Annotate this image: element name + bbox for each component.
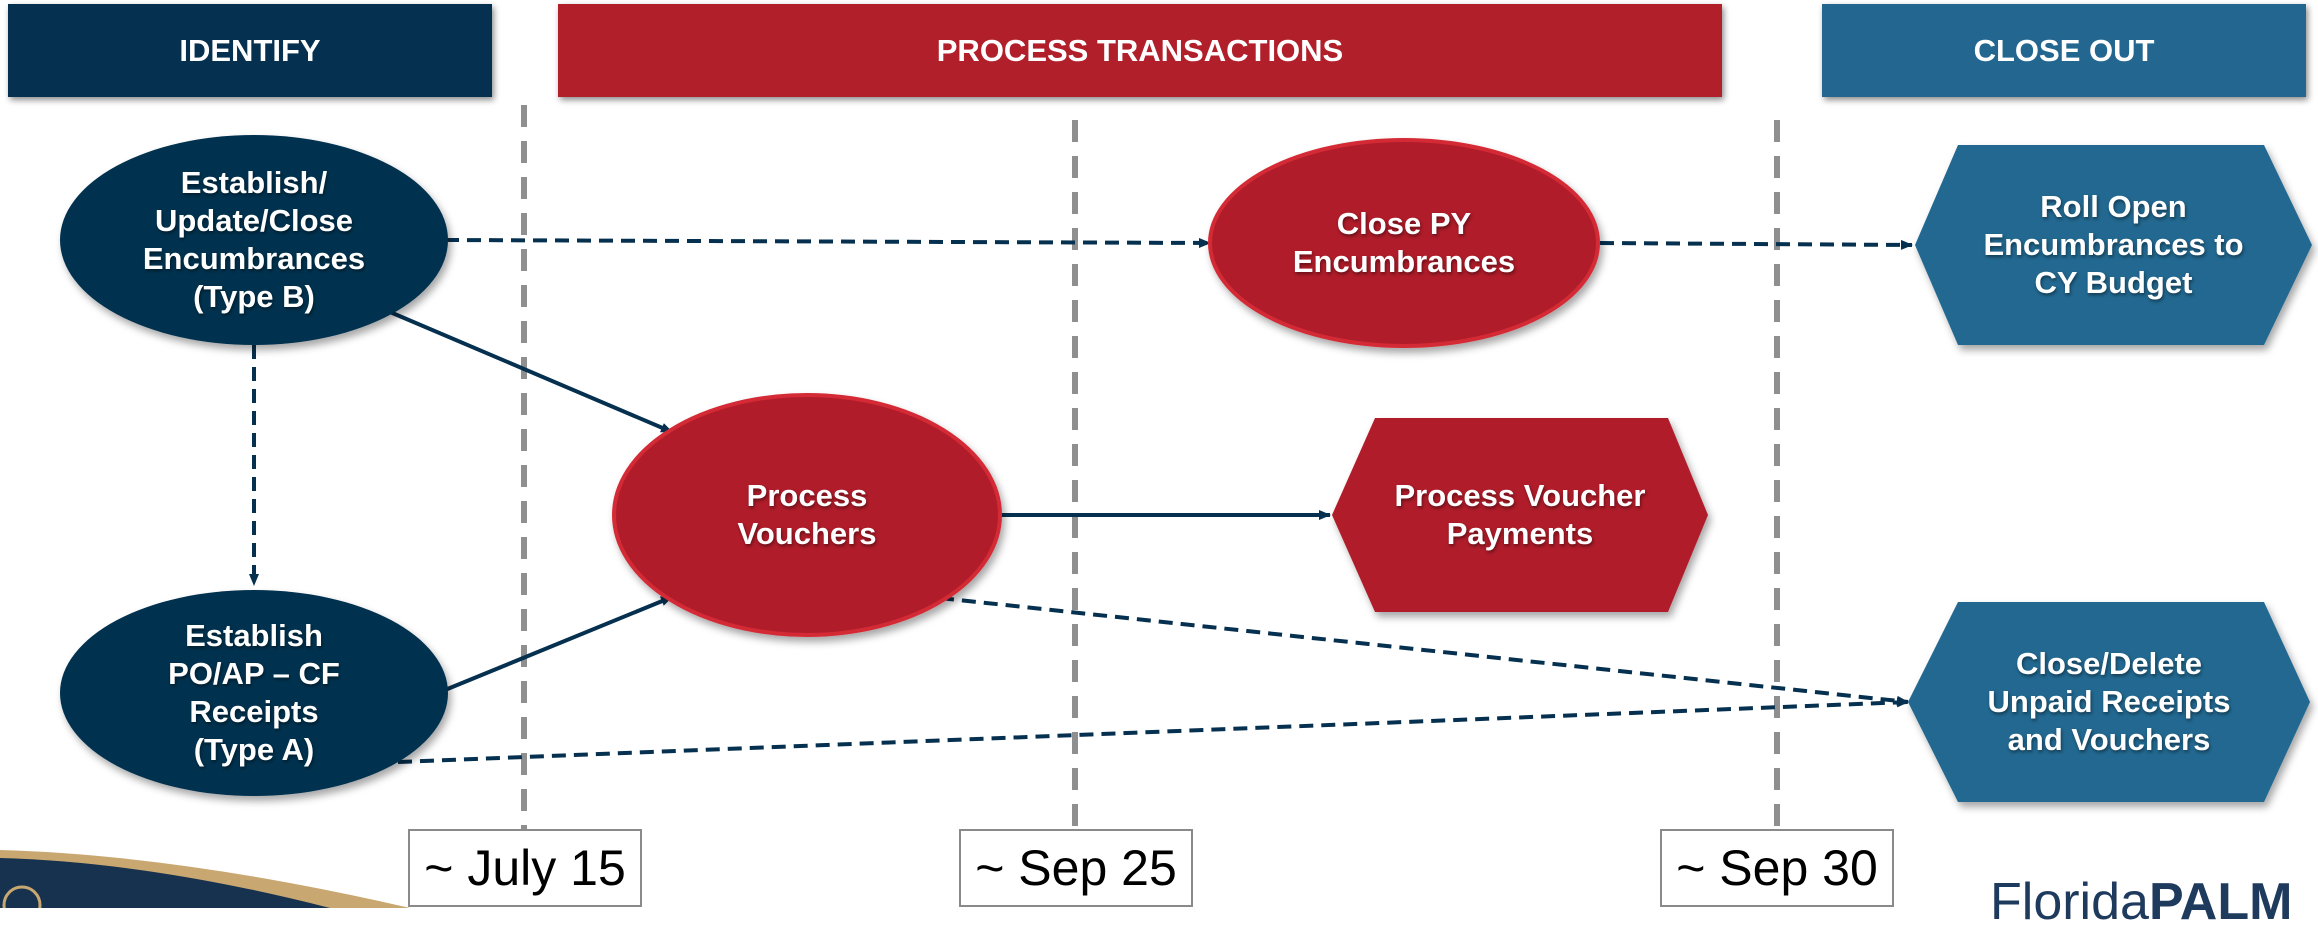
arrow-typea-to-close-delete: [397, 697, 1909, 764]
arrow-typeb-to-process-vouchers: [389, 310, 673, 434]
node-roll-open-shape: [1915, 145, 2312, 345]
diagram-canvas: [0, 105, 2312, 908]
node-close-delete-shape: [1908, 602, 2310, 802]
node-process-vouchers-shape: [612, 393, 1002, 637]
date-sep25: ~ Sep 25: [959, 829, 1193, 907]
logo-florida: Florida: [1990, 873, 2149, 931]
arrow-process-vouchers-to-close-delete: [939, 596, 1909, 706]
arrow-typeb-to-closepy: [444, 237, 1211, 248]
florida-palm-logo: FloridaPALM: [1990, 872, 2292, 932]
decorative-swoosh: [0, 850, 410, 908]
logo-palm: PALM: [2148, 873, 2293, 931]
workflow-diagram: IDENTIFY PROCESS TRANSACTIONS CLOSE OUT …: [0, 4, 2312, 931]
header-process-transactions: PROCESS TRANSACTIONS: [558, 4, 1722, 97]
arrow-closepy-to-rollopen: [1599, 239, 1913, 250]
header-close-out: CLOSE OUT: [1822, 4, 2306, 97]
arrow-typea-to-process-vouchers: [444, 595, 673, 692]
node-voucher-payments-shape: [1332, 418, 1708, 612]
node-close-py-shape: [1208, 138, 1600, 348]
node-type-a-shape: [60, 590, 448, 796]
date-sep30: ~ Sep 30: [1660, 829, 1894, 907]
date-july15: ~ July 15: [408, 829, 642, 907]
node-type-b-shape: [60, 135, 448, 345]
header-identify: IDENTIFY: [8, 4, 492, 97]
